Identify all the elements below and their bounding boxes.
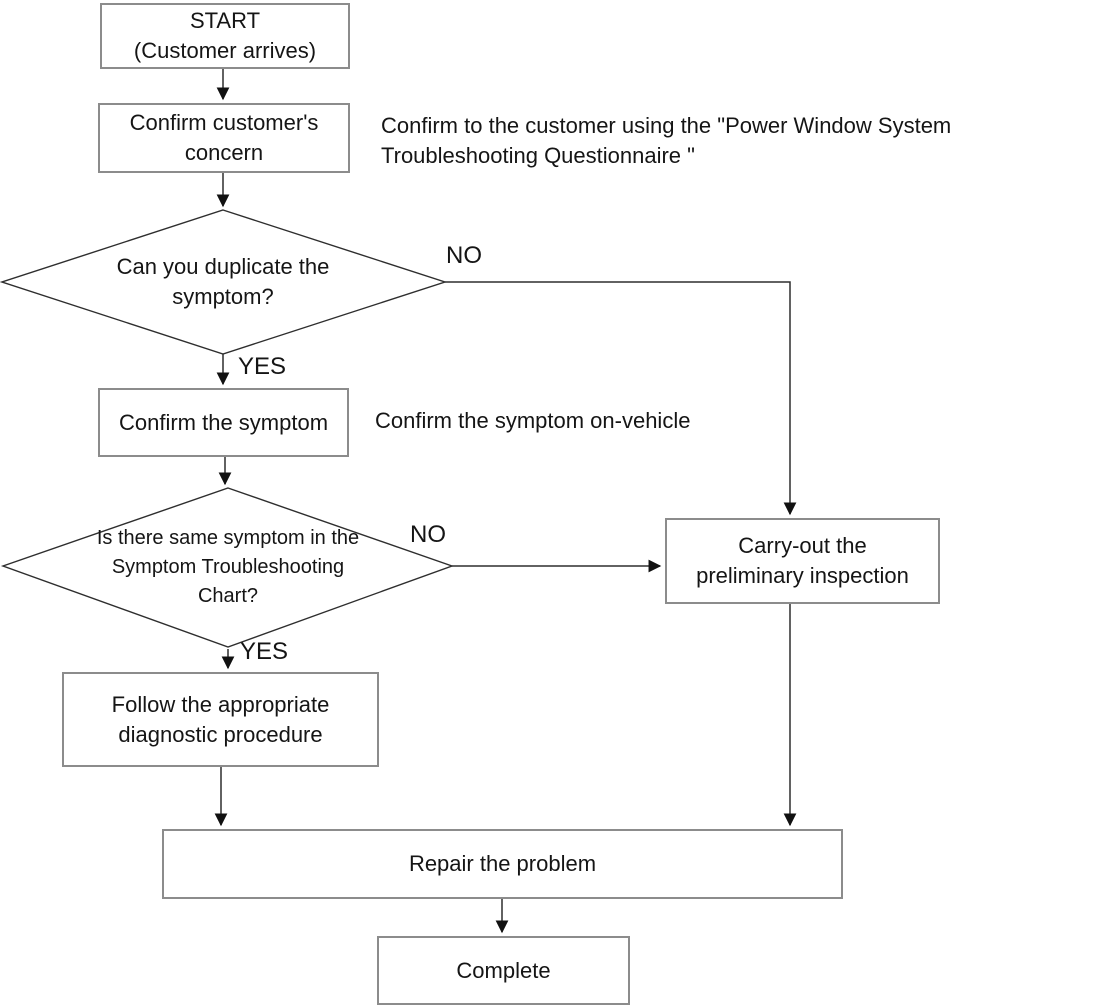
branch-label-no-duplicate: NO [446,242,482,269]
node-repair-the-problem: Repair the problem [162,829,843,899]
arrow-duplicate-no-to-carry-out [445,281,797,516]
node-start: START (Customer arrives) [100,3,350,69]
node-carry-out-preliminary-inspection: Carry-out the preliminary inspection [665,518,940,604]
node-confirm-the-symptom: Confirm the symptom [98,388,349,457]
diamond-duplicate-symptom-label: Can you duplicate the symptom? [116,254,330,309]
node-follow-diagnostic-procedure: Follow the appropriate diagnostic proced… [62,672,379,767]
node-confirm-customers-concern: Confirm customer's concern [98,103,350,173]
node-complete: Complete [377,936,630,1005]
note-questionnaire: Confirm to the customer using the "Power… [381,113,952,168]
note-on-vehicle: Confirm the symptom on-vehicle [375,408,691,433]
diamond-same-symptom-shape [0,487,455,648]
diamond-same-symptom-label: Is there same symptom in the Symptom Tro… [96,526,360,607]
branch-label-yes-duplicate: YES [238,353,287,380]
branch-label-no-same-symptom: NO [410,521,446,548]
branch-label-yes-same-symptom: YES [240,638,289,665]
